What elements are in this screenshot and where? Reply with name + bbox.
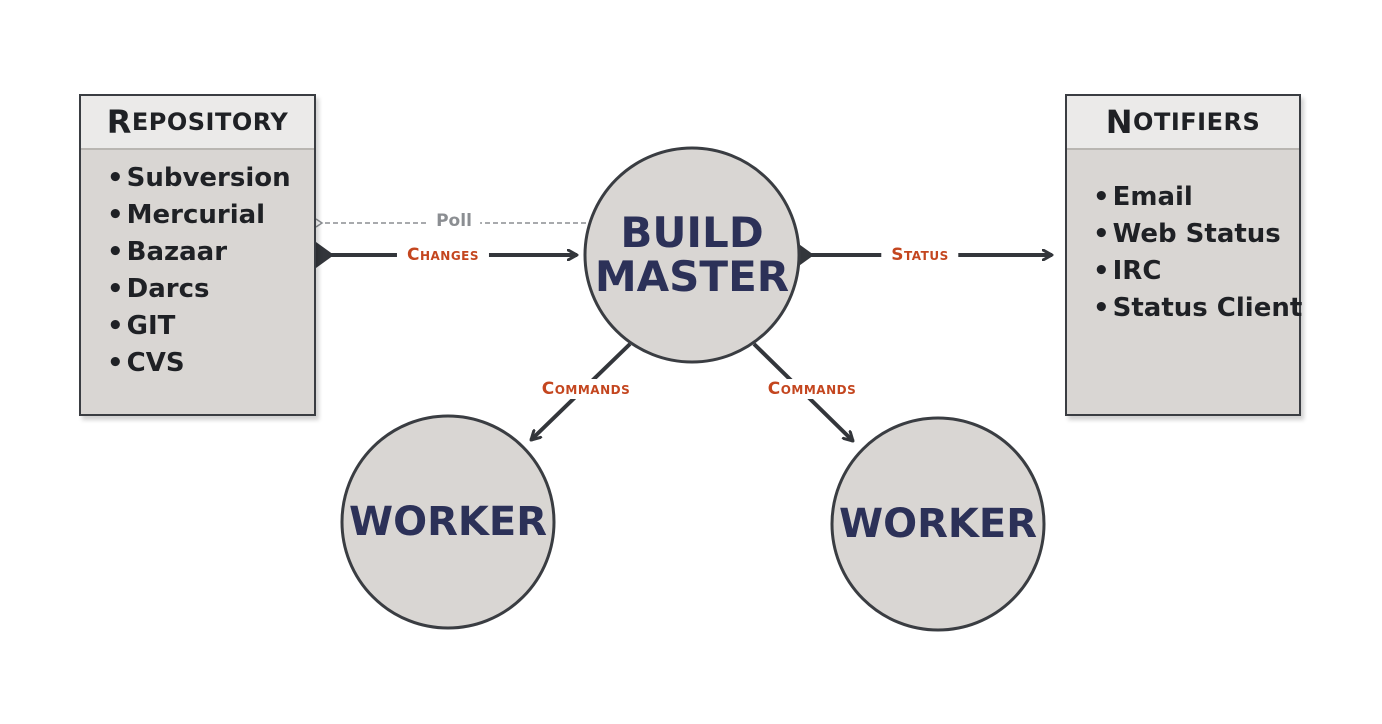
build-master-line1: BUILD [620,207,764,257]
poll-label: Poll [428,211,480,231]
commands-right-label-text: Commands [767,379,857,399]
repository-list: Subversion Mercurial Bazaar Darcs GIT CV… [81,150,314,382]
header-rest: OTIFIERS [1133,108,1261,136]
header-initial: N [1105,103,1134,141]
status-label: Status [881,245,959,265]
list-item: Darcs [107,271,314,308]
changes-label: Changes [396,245,490,265]
list-item: Web Status [1093,216,1299,253]
list-item: Status Client [1093,290,1303,327]
status-tail [796,242,814,268]
worker-node-left [340,414,556,630]
commands-right-label: Commands [757,379,867,399]
status-label-text: Status [891,245,949,265]
worker-label-right: WORKER [838,501,1038,547]
changes-tail [316,242,334,268]
build-master-line2: MASTER [594,252,790,301]
list-item: IRC [1093,253,1299,290]
list-item: CVS [107,345,314,382]
commands-left-label-text: Commands [541,379,631,399]
list-item: Mercurial [107,197,314,234]
changes-label-text: Changes [406,245,480,265]
build-master-label: BUILD MASTER [592,190,792,320]
list-item: GIT [107,308,314,345]
commands-left-label: Commands [531,379,641,399]
list-item: Bazaar [107,234,314,271]
build-master-node [583,146,801,364]
worker-node-right [830,416,1046,632]
header-initial: R [106,103,132,141]
worker-label-left: WORKER [348,499,548,545]
list-item: Email [1093,179,1299,216]
header-rest: EPOSITORY [131,108,289,136]
notifiers-list: Email Web Status IRC Status Client [1067,150,1303,327]
list-item: Subversion [107,160,314,197]
